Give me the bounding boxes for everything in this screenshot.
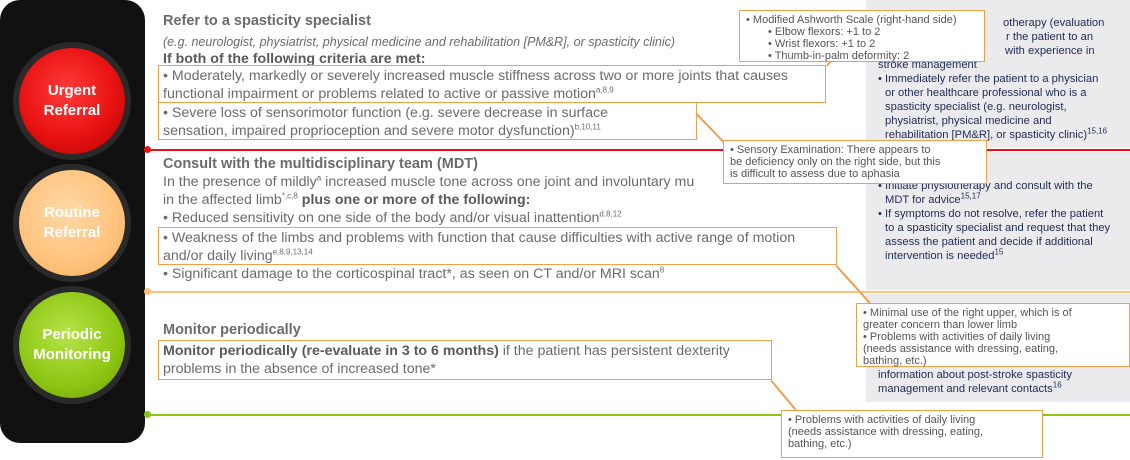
routine-label-line1: Routine (44, 204, 100, 221)
routine-bullet-2-ref: e,8,9,13,14 (272, 247, 313, 257)
note-minimal-line1: • Minimal use of the right upper, which … (863, 307, 1072, 319)
note-daily-living: • Problems with activities of daily livi… (781, 410, 1043, 458)
routine-bullet-3-text: • Significant damage to the corticospina… (163, 266, 660, 282)
urgent-criteria-heading: If both of the following criteria are me… (163, 51, 426, 67)
routine-bullet-2-line2: and/or daily living (163, 248, 273, 264)
urgent-panel-line1: • Immediately refer the patient to a phy… (878, 73, 1099, 85)
note-minimal-line4: (needs assistance with dressing, eating, (863, 343, 1059, 355)
routine-panel-line6: intervention is needed (885, 250, 995, 262)
urgent-panel-text: otherapy (evaluation r the patient to an… (878, 16, 1107, 142)
periodic-body-line2: problems in the absence of increased ton… (163, 361, 436, 377)
highlight-criterion-2 (158, 102, 697, 140)
periodic-label-line1: Periodic (42, 326, 102, 343)
note-minimal-line5: bathing, etc.) (863, 355, 927, 367)
routine-panel-ref2: 15 (994, 247, 1004, 257)
note-adl-line2: (needs assistance with dressing, eating, (788, 426, 984, 438)
urgent-criterion-1-line2: functional impairment or problems relate… (163, 86, 596, 102)
note-ashworth-title: • Modified Ashworth Scale (right-hand si… (746, 14, 957, 26)
routine-panel-line5: assess the patient and decide if additio… (885, 236, 1093, 248)
routine-bullet-1-ref: d,8,12 (599, 209, 622, 219)
traffic-light: Urgent Referral Routine Referral Periodi… (0, 0, 145, 443)
urgent-label-line2: Referral (43, 102, 101, 119)
urgent-panel-top-2: r the patient to an (1006, 31, 1094, 43)
routine-panel-line2: MDT for advice (885, 194, 961, 206)
routine-divider-line (148, 291, 1130, 293)
highlight-criterion-1 (158, 65, 826, 103)
urgent-criterion-1: • Moderately, markedly or severely incre… (163, 67, 788, 103)
urgent-panel-top-1: otherapy (evaluation (1003, 17, 1105, 29)
urgent-criterion-2-line1: • Severe loss of sensorimotor function (… (163, 105, 608, 121)
urgent-divider-line (148, 149, 1130, 151)
routine-label-line2: Referral (43, 224, 101, 241)
routine-referral-lamp: Routine Referral (19, 170, 125, 276)
routine-panel-text: • Initiate physiotherapy and consult wit… (878, 179, 1110, 263)
note-sensory-line3: is difficult to assess due to aphasia (730, 168, 900, 180)
periodic-label-line2: Monitoring (33, 346, 111, 363)
note-sensory-line2: be deficiency only on the right side, bu… (730, 156, 941, 168)
periodic-body-bold: Monitor periodically (re-evaluate in 3 t… (163, 343, 499, 359)
routine-panel-line3: • If symptoms do not resolve, refer the … (878, 208, 1104, 220)
urgent-label-line1: Urgent (47, 82, 97, 99)
urgent-criterion-1-ref: a,8,9 (595, 85, 614, 95)
urgent-criterion-2: • Severe loss of sensorimotor function (… (163, 104, 608, 140)
routine-section-title: Consult with the multidisciplinary team … (163, 156, 478, 172)
urgent-panel-line5: rehabilitation [PM&R], or spasticity cli… (885, 129, 1088, 141)
note-sensory-line1: • Sensory Examination: There appears to (730, 144, 931, 156)
urgent-panel-ref: 15,16 (1087, 126, 1108, 136)
note-minimal-line3: • Problems with activities of daily livi… (863, 331, 1051, 343)
note-minimal-use: • Minimal use of the right upper, which … (856, 303, 1130, 367)
routine-bullet-2: • Weakness of the limbs and problems wit… (163, 229, 795, 265)
connector-adl (770, 380, 797, 411)
routine-bullet-1-text: • Reduced sensitivity on one side of the… (163, 210, 600, 226)
routine-divider-dot (144, 288, 151, 295)
urgent-divider-dot (144, 146, 151, 153)
periodic-panel-line1: information about post-stroke spasticity (878, 369, 1073, 381)
note-ashworth-thumb: • Thumb-in-palm deformity: 2 (768, 50, 910, 62)
note-adl-line1: • Problems with activities of daily livi… (788, 414, 976, 426)
urgent-panel-line4: physiatrist, physical medicine and (885, 115, 1052, 127)
periodic-body: Monitor periodically (re-evaluate in 3 t… (163, 342, 730, 378)
urgent-section-subtitle: (e.g. neurologist, physiatrist, physical… (163, 35, 676, 49)
periodic-body-line1-rest: if the patient has persistent dexterity (498, 343, 730, 359)
note-sensory-exam: • Sensory Examination: There appears to … (723, 140, 987, 184)
routine-intro-line2a: in the affected limb (163, 192, 282, 208)
periodic-monitoring-lamp: Periodic Monitoring (19, 292, 125, 398)
routine-intro-ref1: a (316, 173, 322, 183)
urgent-section-title: Refer to a spasticity specialist (163, 13, 371, 29)
urgent-panel-top-3: with experience in (1005, 45, 1095, 57)
highlight-bullet-2 (158, 227, 837, 265)
note-minimal-line2: greater concern than lower limb (863, 319, 1018, 331)
urgent-referral-lamp: Urgent Referral (19, 48, 125, 154)
periodic-panel-line2: management and relevant contacts (878, 383, 1053, 395)
periodic-divider-dot (144, 411, 151, 418)
routine-intro-line2b: plus one or more of the following: (297, 192, 531, 208)
urgent-criterion-1-line1: • Moderately, markedly or severely incre… (163, 68, 788, 84)
urgent-criterion-2-ref: b,10,11 (574, 122, 601, 132)
routine-intro-line1b: increased muscle tone across one joint a… (321, 174, 695, 190)
routine-panel-ref1: 15,17 (960, 191, 981, 201)
urgent-panel-line2: or other healthcare professional who is … (885, 87, 1087, 99)
note-ashworth-scale: • Modified Ashworth Scale (right-hand si… (739, 10, 985, 62)
note-adl-line3: bathing, etc.) (788, 438, 852, 450)
routine-bullet-2-line1: • Weakness of the limbs and problems wit… (163, 230, 796, 246)
highlight-periodic (158, 340, 772, 380)
routine-intro: In the presence of mildlya increased mus… (163, 173, 694, 209)
routine-bullet-1: • Reduced sensitivity on one side of the… (163, 209, 622, 227)
routine-bullet-3: • Significant damage to the corticospina… (163, 265, 664, 283)
note-ashworth-elbow: • Elbow flexors: +1 to 2 (768, 26, 881, 38)
routine-panel-line4: to a spasticity specialist and request t… (885, 222, 1111, 234)
note-ashworth-wrist: • Wrist flexors: +1 to 2 (768, 38, 876, 50)
urgent-panel-top-4: stroke management (878, 59, 977, 71)
periodic-panel-ref: 16 (1052, 380, 1062, 390)
routine-intro-ref2: *,c,8 (281, 191, 298, 201)
routine-bullet-3-ref: 8 (659, 265, 665, 275)
urgent-panel-line3: spasticity specialist (e.g. neurologist, (885, 101, 1067, 113)
periodic-divider-line (148, 414, 1130, 416)
urgent-criterion-2-line2: sensation, impaired proprioception and s… (163, 123, 575, 139)
routine-intro-line1a: In the presence of mildly (163, 174, 317, 190)
periodic-section-title: Monitor periodically (163, 322, 301, 338)
periodic-panel-text: information about post-stroke spasticity… (878, 368, 1072, 396)
